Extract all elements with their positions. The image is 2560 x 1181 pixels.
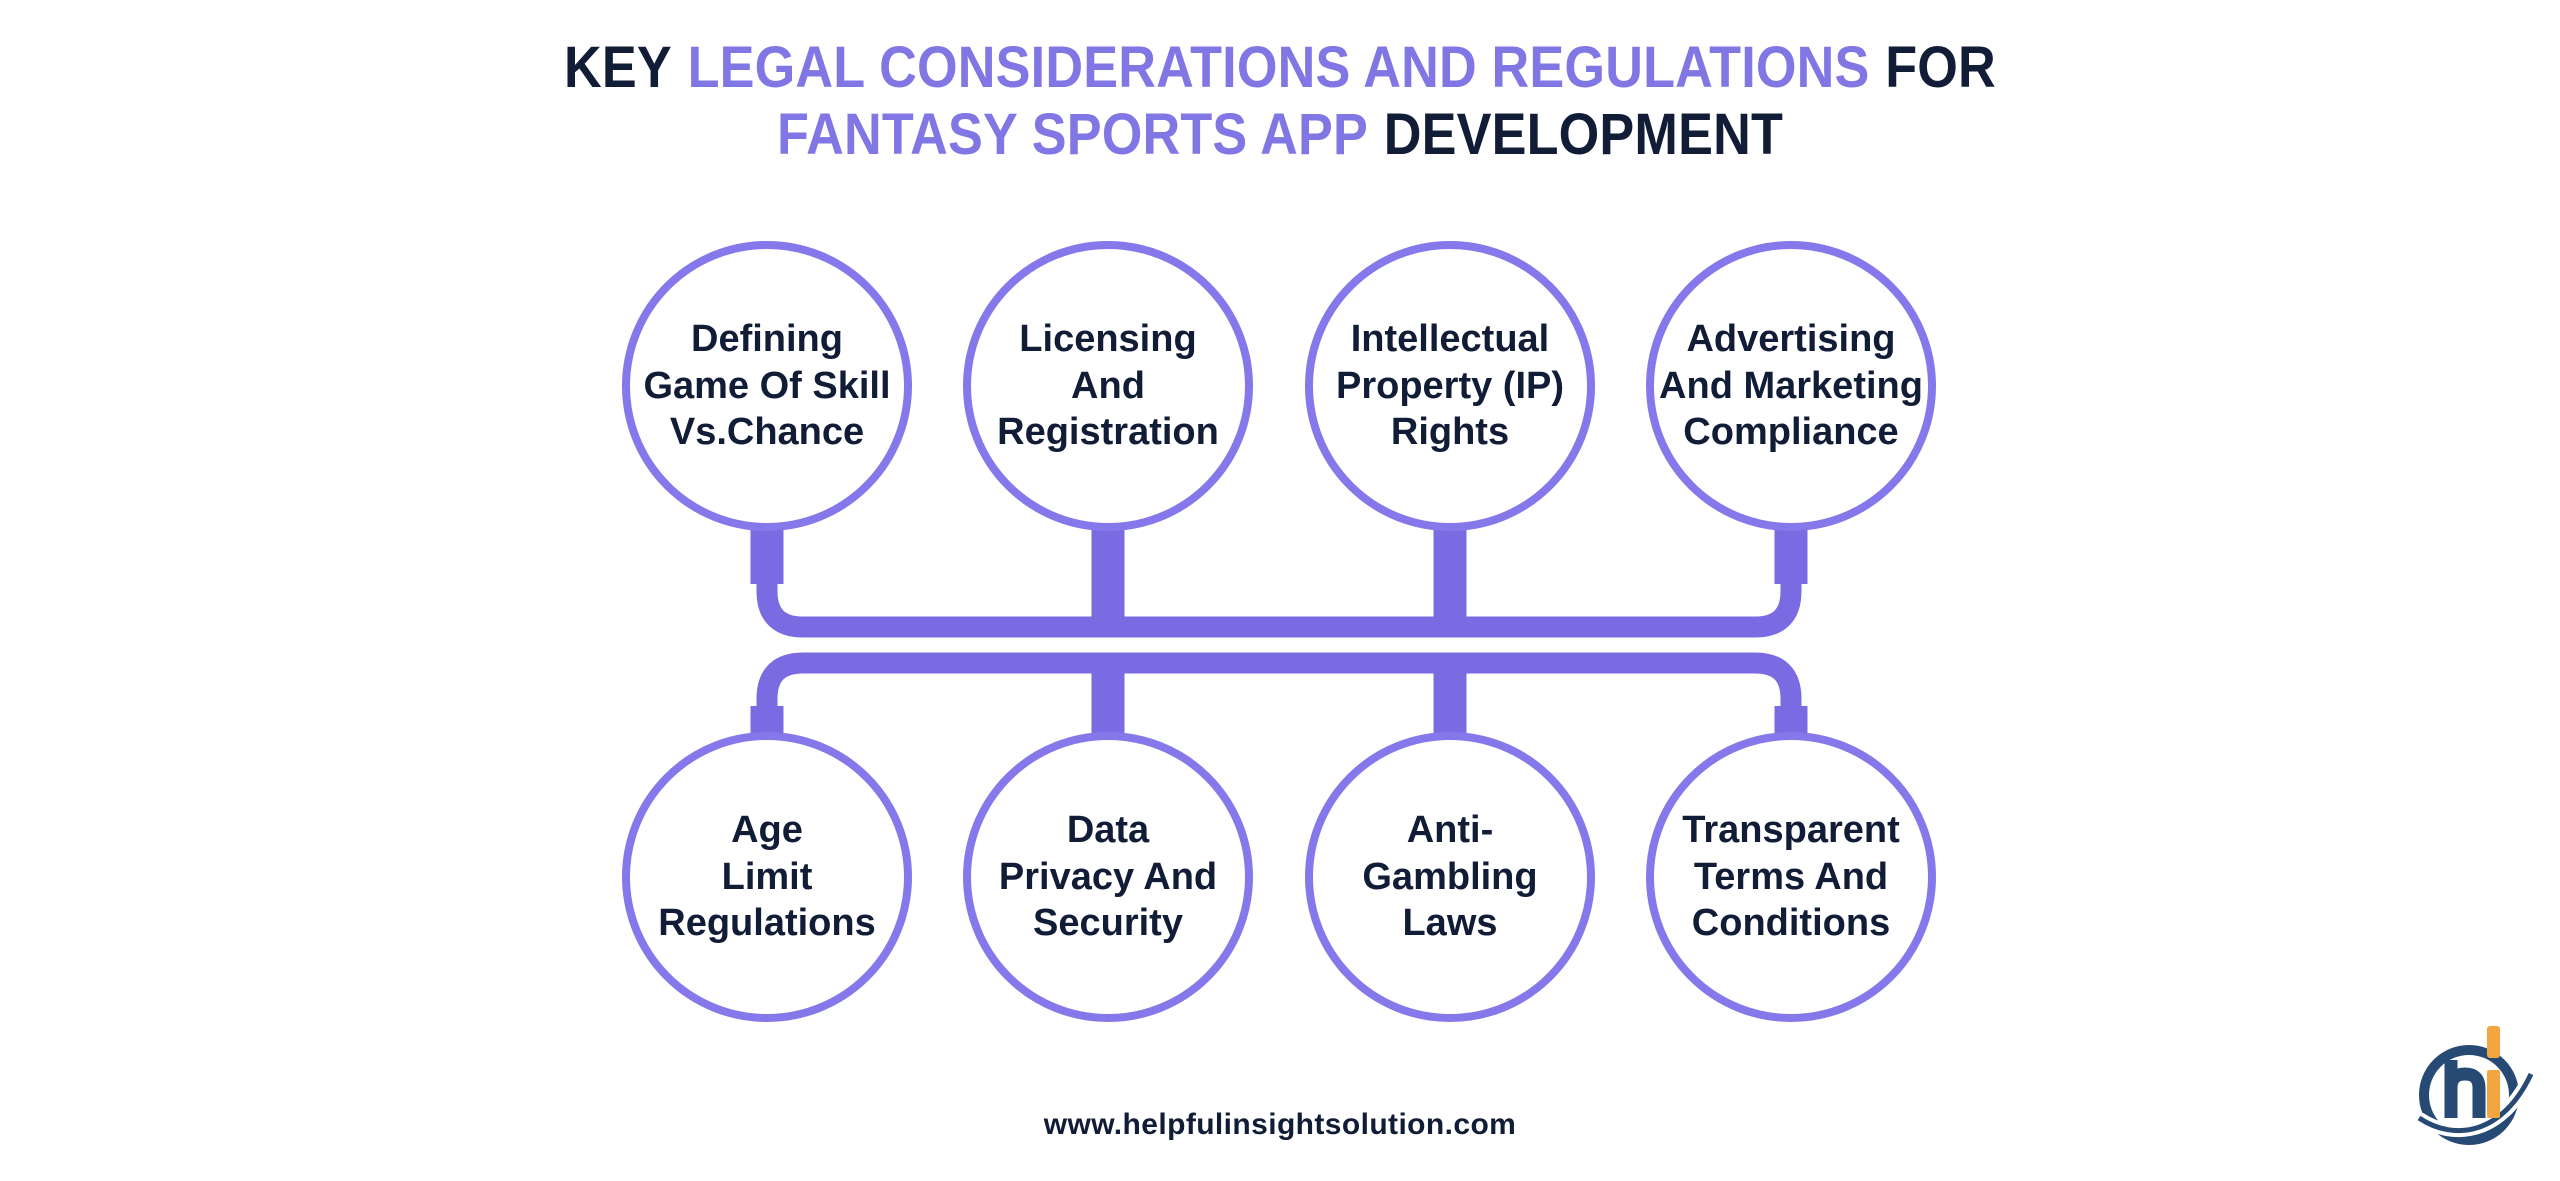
title-segment: LEGAL CONSIDERATIONS AND REGULATIONS — [687, 35, 1870, 100]
connector-bottom-row — [750, 652, 1808, 750]
title-line-2: FANTASY SPORTS APP DEVELOPMENT — [128, 101, 2432, 168]
node-label: Intellectual Property (IP) Rights — [1335, 318, 1565, 454]
connector-top-row — [750, 508, 1808, 638]
node-label: Advertising And Marketing Compliance — [1659, 318, 1923, 454]
node-intellectual-property-ip-rights: Intellectual Property (IP) Rights — [1305, 241, 1595, 531]
node-label: Transparent Terms And Conditions — [1682, 809, 1900, 945]
node-label: Data Privacy And Security — [998, 809, 1218, 945]
node-defining-game-of-skill-vs-chance: Defining Game Of Skill Vs.Chance — [622, 241, 912, 531]
node-label: Anti- Gambling Laws — [1362, 809, 1538, 945]
node-anti-gambling-laws: Anti- Gambling Laws — [1305, 732, 1595, 1022]
node-age-limit-regulations: Age Limit Regulations — [622, 732, 912, 1022]
title-line-1: KEY LEGAL CONSIDERATIONS AND REGULATIONS… — [128, 34, 2432, 101]
node-label: Licensing And Registration — [997, 318, 1219, 454]
title-segment: KEY — [564, 35, 672, 100]
hi-monogram-logo-icon — [2415, 1026, 2537, 1145]
node-label: Defining Game Of Skill Vs.Chance — [643, 318, 891, 454]
node-advertising-marketing-compliance: Advertising And Marketing Compliance — [1646, 241, 1936, 531]
title-segment: DEVELOPMENT — [1383, 102, 1784, 168]
page-title: KEY LEGAL CONSIDERATIONS AND REGULATIONS… — [128, 34, 2432, 169]
node-label: Age Limit Regulations — [658, 809, 876, 945]
title-segment: FOR — [1885, 35, 1996, 100]
node-licensing-and-registration: Licensing And Registration — [963, 241, 1253, 531]
title-segment: FANTASY SPORTS APP — [776, 102, 1369, 168]
node-data-privacy-and-security: Data Privacy And Security — [963, 732, 1253, 1022]
website-url: www.helpfulinsightsolution.com — [1043, 1108, 1517, 1141]
node-transparent-terms-and-conditions: Transparent Terms And Conditions — [1646, 732, 1936, 1022]
